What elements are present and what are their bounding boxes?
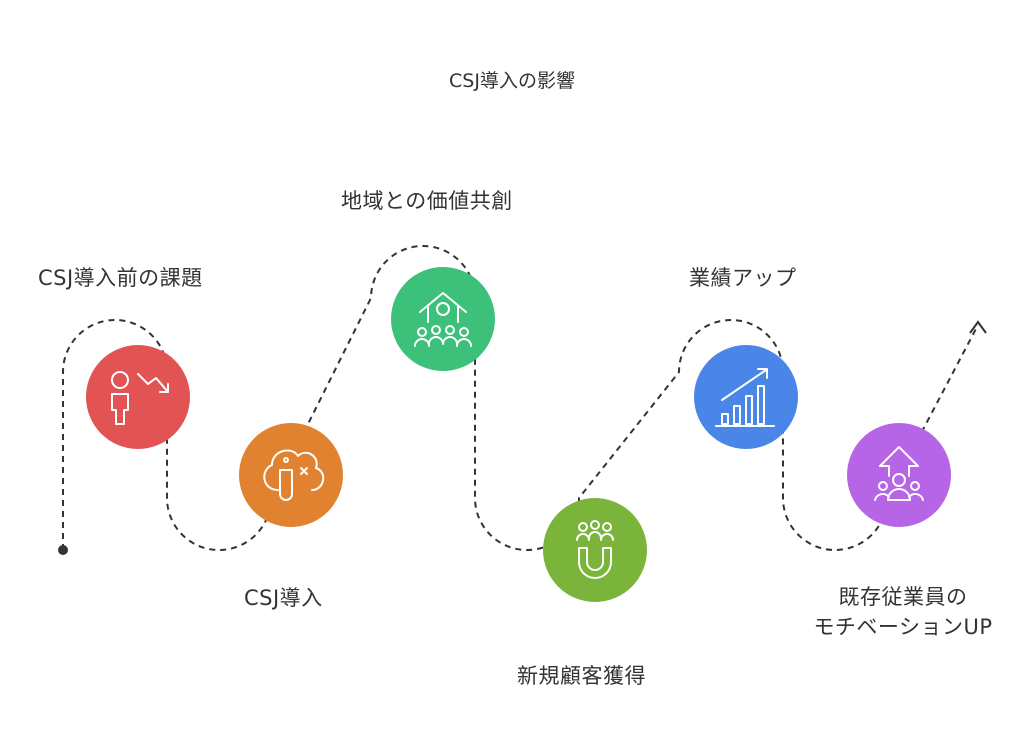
step-4-node: [543, 498, 647, 602]
step-4-label: 新規顧客獲得: [517, 664, 646, 688]
step-4-circle: [543, 498, 647, 602]
step-1-node: [86, 345, 190, 449]
step-6-label-line1: 既存従業員の: [838, 585, 968, 609]
test-tube-cloud-icon: [263, 449, 325, 501]
step-6-node: [847, 423, 951, 527]
community-gathering-icon: [414, 292, 472, 347]
step-2-node: [239, 423, 343, 527]
step-1-circle: [86, 345, 190, 449]
person-declining-chart-icon: [111, 371, 169, 425]
path-end-arrow-icon: [969, 320, 987, 334]
magnet-people-icon: [576, 520, 614, 579]
step-5-label: 業績アップ: [689, 266, 797, 290]
step-6-label: 既存従業員の モチベーションUP: [796, 582, 1010, 642]
step-5-node: [694, 345, 798, 449]
team-up-arrow-icon: [874, 446, 924, 501]
diagram-title: CSJ導入の影響: [449, 70, 575, 92]
step-3-circle: [391, 267, 495, 371]
step-1-label: CSJ導入前の課題: [38, 266, 203, 290]
step-6-label-line2: モチベーションUP: [813, 615, 993, 639]
dashed-flow-path: [62, 245, 979, 551]
step-3-node: [391, 267, 495, 371]
step-3-label: 地域との価値共創: [341, 189, 513, 213]
step-2-label: CSJ導入: [244, 586, 323, 610]
growth-bar-chart-icon: [715, 368, 775, 427]
path-start-dot: [58, 545, 68, 555]
